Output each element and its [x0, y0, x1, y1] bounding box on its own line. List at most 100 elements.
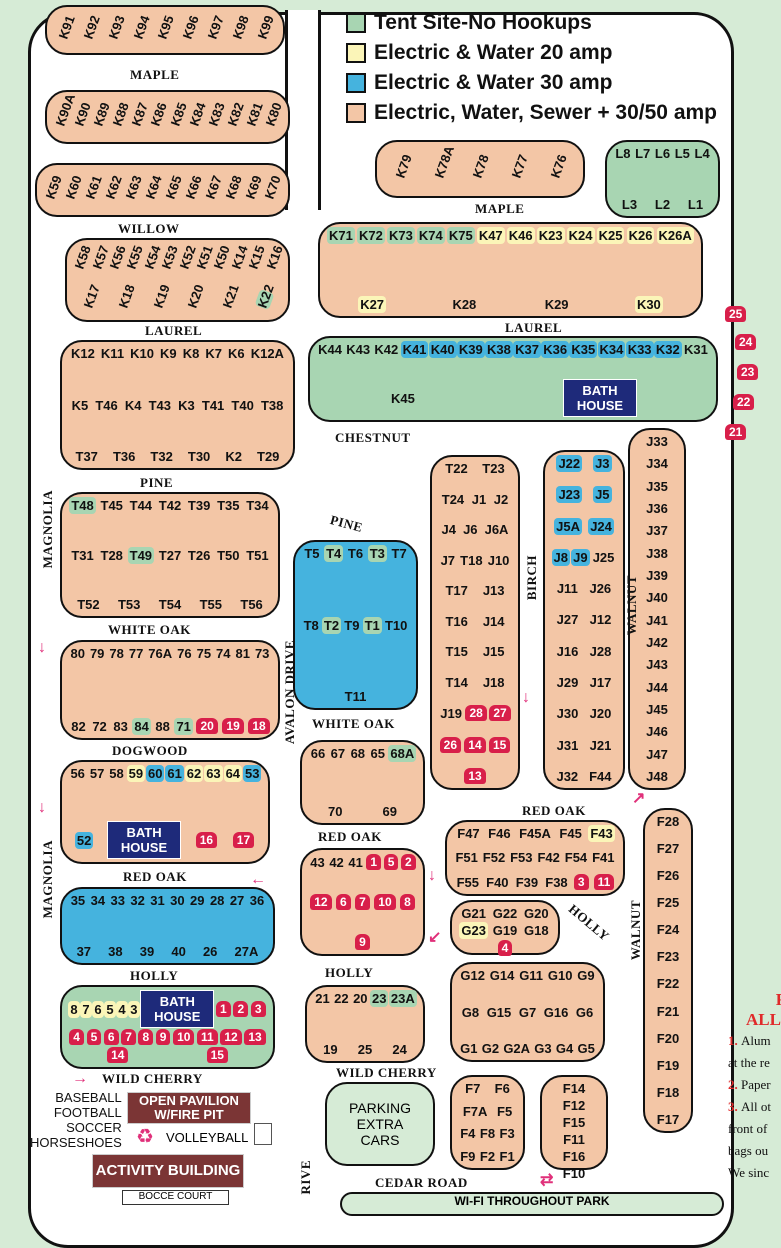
- site-J14[interactable]: J14: [482, 613, 505, 629]
- site-K60[interactable]: K60: [62, 173, 86, 201]
- site-T46[interactable]: T46: [95, 397, 118, 413]
- site-T38[interactable]: T38: [260, 397, 284, 413]
- site-J35[interactable]: J35: [646, 478, 668, 494]
- site-T55[interactable]: T55: [199, 597, 222, 612]
- site-F4[interactable]: F4: [460, 1126, 476, 1142]
- site-K73[interactable]: K73: [386, 227, 415, 244]
- site-F20[interactable]: F20: [656, 1030, 680, 1046]
- site-K10[interactable]: K10: [130, 346, 154, 361]
- site-K66[interactable]: K66: [182, 173, 205, 201]
- rental-unit-marker[interactable]: 3: [573, 874, 589, 890]
- site-J39[interactable]: J39: [646, 567, 668, 583]
- site-K22[interactable]: K22: [254, 282, 277, 311]
- site-G23[interactable]: G23: [459, 922, 488, 939]
- site-G4[interactable]: G4: [555, 1041, 574, 1056]
- site-J30[interactable]: J30: [556, 706, 579, 722]
- site-T27[interactable]: T27: [158, 547, 182, 563]
- site-F38[interactable]: F38: [545, 874, 568, 890]
- site-G8[interactable]: G8: [461, 1004, 480, 1020]
- site-F9[interactable]: F9: [460, 1148, 476, 1164]
- site-74[interactable]: 74: [216, 646, 231, 661]
- site-F5[interactable]: F5: [497, 1103, 513, 1119]
- site-T44[interactable]: T44: [129, 498, 153, 513]
- site-J2[interactable]: J2: [493, 491, 509, 507]
- site-7[interactable]: 7: [80, 1000, 92, 1018]
- site-K4[interactable]: K4: [124, 397, 142, 413]
- site-F52[interactable]: F52: [482, 850, 506, 865]
- site-J34[interactable]: J34: [646, 456, 668, 472]
- site-42[interactable]: 42: [329, 854, 344, 870]
- site-K97[interactable]: K97: [204, 13, 227, 41]
- rental-unit-marker[interactable]: 17: [232, 832, 255, 848]
- site-K28[interactable]: K28: [452, 297, 477, 312]
- site-J16[interactable]: J16: [556, 643, 579, 659]
- site-K42[interactable]: K42: [374, 342, 399, 357]
- site-62[interactable]: 62: [184, 765, 204, 782]
- rental-unit-marker[interactable]: 12: [220, 1029, 242, 1045]
- site-G2A[interactable]: G2A: [503, 1041, 531, 1056]
- site-J1[interactable]: J1: [471, 491, 487, 507]
- site-J3[interactable]: J3: [593, 455, 612, 472]
- rental-unit-marker[interactable]: 11: [593, 874, 615, 890]
- site-T26[interactable]: T26: [187, 547, 211, 563]
- site-K20[interactable]: K20: [184, 282, 208, 311]
- site-K5[interactable]: K5: [71, 397, 89, 413]
- site-J31[interactable]: J31: [556, 737, 579, 753]
- site-K74[interactable]: K74: [416, 227, 445, 244]
- site-T52[interactable]: T52: [77, 597, 100, 612]
- site-84[interactable]: 84: [132, 717, 151, 735]
- site-K91[interactable]: K91: [55, 13, 78, 41]
- site-J40[interactable]: J40: [646, 590, 668, 606]
- site-T32[interactable]: T32: [150, 449, 173, 464]
- site-K93[interactable]: K93: [105, 13, 128, 41]
- site-F55[interactable]: F55: [456, 874, 479, 890]
- bath-house-3[interactable]: BATH HOUSE: [562, 379, 637, 417]
- site-J19[interactable]: J19: [440, 705, 462, 721]
- site-J29[interactable]: J29: [556, 675, 579, 691]
- site-57[interactable]: 57: [89, 766, 105, 781]
- site-K70[interactable]: K70: [261, 173, 285, 201]
- site-T1[interactable]: T1: [362, 616, 382, 634]
- site-K94[interactable]: K94: [130, 13, 153, 41]
- site-T37[interactable]: T37: [75, 449, 98, 464]
- site-K63[interactable]: K63: [122, 173, 145, 201]
- site-J25[interactable]: J25: [592, 549, 615, 565]
- rental-unit-marker[interactable]: 13: [244, 1029, 266, 1045]
- site-T15[interactable]: T15: [445, 644, 468, 659]
- site-K21[interactable]: K21: [219, 282, 243, 311]
- site-J47[interactable]: J47: [646, 746, 668, 762]
- site-F17[interactable]: F17: [656, 1111, 680, 1127]
- site-K85[interactable]: K85: [167, 100, 190, 128]
- site-K64[interactable]: K64: [142, 173, 165, 201]
- site-69[interactable]: 69: [382, 804, 397, 819]
- site-K47[interactable]: K47: [476, 227, 505, 244]
- tent-site-marker[interactable]: 22: [733, 394, 755, 410]
- site-T4[interactable]: T4: [324, 545, 344, 562]
- site-73[interactable]: 73: [254, 646, 270, 661]
- site-G14[interactable]: G14: [489, 968, 515, 983]
- site-58[interactable]: 58: [109, 766, 124, 781]
- site-J11[interactable]: J11: [556, 581, 578, 597]
- site-J9[interactable]: J9: [571, 548, 590, 566]
- site-J6[interactable]: J6: [463, 522, 478, 537]
- site-K7[interactable]: K7: [205, 346, 222, 361]
- site-G21[interactable]: G21: [461, 906, 486, 921]
- site-F21[interactable]: F21: [656, 1003, 680, 1019]
- site-K25[interactable]: K25: [596, 227, 625, 244]
- tent-site-marker[interactable]: 21: [725, 424, 747, 440]
- site-T36[interactable]: T36: [112, 449, 136, 464]
- site-63[interactable]: 63: [204, 765, 223, 782]
- site-J20[interactable]: J20: [589, 706, 612, 722]
- site-T31[interactable]: T31: [71, 547, 94, 563]
- site-71[interactable]: 71: [174, 717, 193, 735]
- site-L7[interactable]: L7: [635, 146, 651, 161]
- site-T53[interactable]: T53: [117, 597, 141, 612]
- site-K23[interactable]: K23: [536, 227, 565, 244]
- site-K98[interactable]: K98: [229, 13, 252, 41]
- site-J41[interactable]: J41: [646, 612, 668, 628]
- rental-unit-marker[interactable]: 10: [374, 894, 396, 910]
- site-J22[interactable]: J22: [556, 455, 583, 472]
- site-K67[interactable]: K67: [202, 173, 225, 201]
- site-K32[interactable]: K32: [653, 341, 682, 358]
- site-6[interactable]: 6: [92, 1000, 104, 1018]
